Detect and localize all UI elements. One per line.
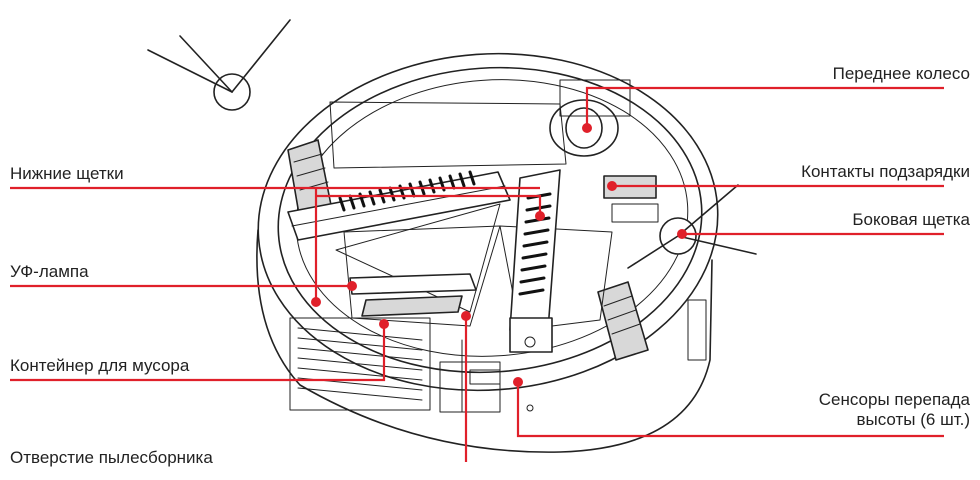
cliff-sensor-window	[469, 369, 501, 385]
label-bottom-brushes: Нижние щетки	[10, 164, 124, 183]
dot-cliff-sensors	[513, 377, 523, 387]
dot-bottom-brush-1	[311, 297, 321, 307]
label-dust-container: Контейнер для мусора	[10, 356, 190, 375]
dot-side-brush	[677, 229, 687, 239]
callout-front-wheel	[585, 86, 944, 126]
charging-contacts-plate2	[611, 203, 659, 223]
robot-side-outline	[256, 229, 713, 453]
callout-cliff-sensors	[516, 384, 944, 438]
label-charging-contacts: Контакты подзарядки	[801, 162, 970, 181]
small-screw	[526, 404, 534, 412]
callout-bottom-brushes-c	[316, 194, 542, 214]
callout-dust-container	[10, 326, 386, 382]
label-uv-lamp: УФ-лампа	[10, 262, 89, 281]
callout-dots	[311, 123, 687, 387]
callout-lines	[10, 86, 944, 462]
dust-opening-part	[509, 317, 553, 353]
upper-plate	[329, 101, 567, 169]
dot-uv-lamp	[347, 281, 357, 291]
label-cliff-sensors-line2: высоты (6 шт.)	[856, 410, 970, 429]
label-cliff-sensors-line1: Сенсоры перепада	[818, 390, 970, 409]
dot-dust-container	[379, 319, 389, 329]
front-block	[439, 361, 501, 413]
label-cliff-sensors: Сенсоры перепада высоты (6 шт.)	[819, 390, 970, 430]
side-brush-left	[147, 19, 291, 111]
robot-rim-inner	[277, 66, 703, 374]
robot-vacuum-drawing	[147, 19, 757, 453]
right-wheel	[597, 281, 649, 361]
label-front-wheel: Переднее колесо	[832, 64, 970, 83]
dot-dust-opening	[461, 311, 471, 321]
dot-bottom-brush-2	[535, 211, 545, 221]
label-side-brush: Боковая щетка	[852, 210, 970, 229]
bottom-brush-bar-2	[509, 169, 561, 331]
label-dust-opening: Отверстие пылесборника	[10, 448, 213, 467]
dot-front-wheel	[582, 123, 592, 133]
dust-opening-hole	[524, 336, 536, 348]
dot-charging-contacts	[607, 181, 617, 191]
uv-lamp-slot	[349, 273, 477, 317]
right-side-block	[687, 299, 707, 361]
